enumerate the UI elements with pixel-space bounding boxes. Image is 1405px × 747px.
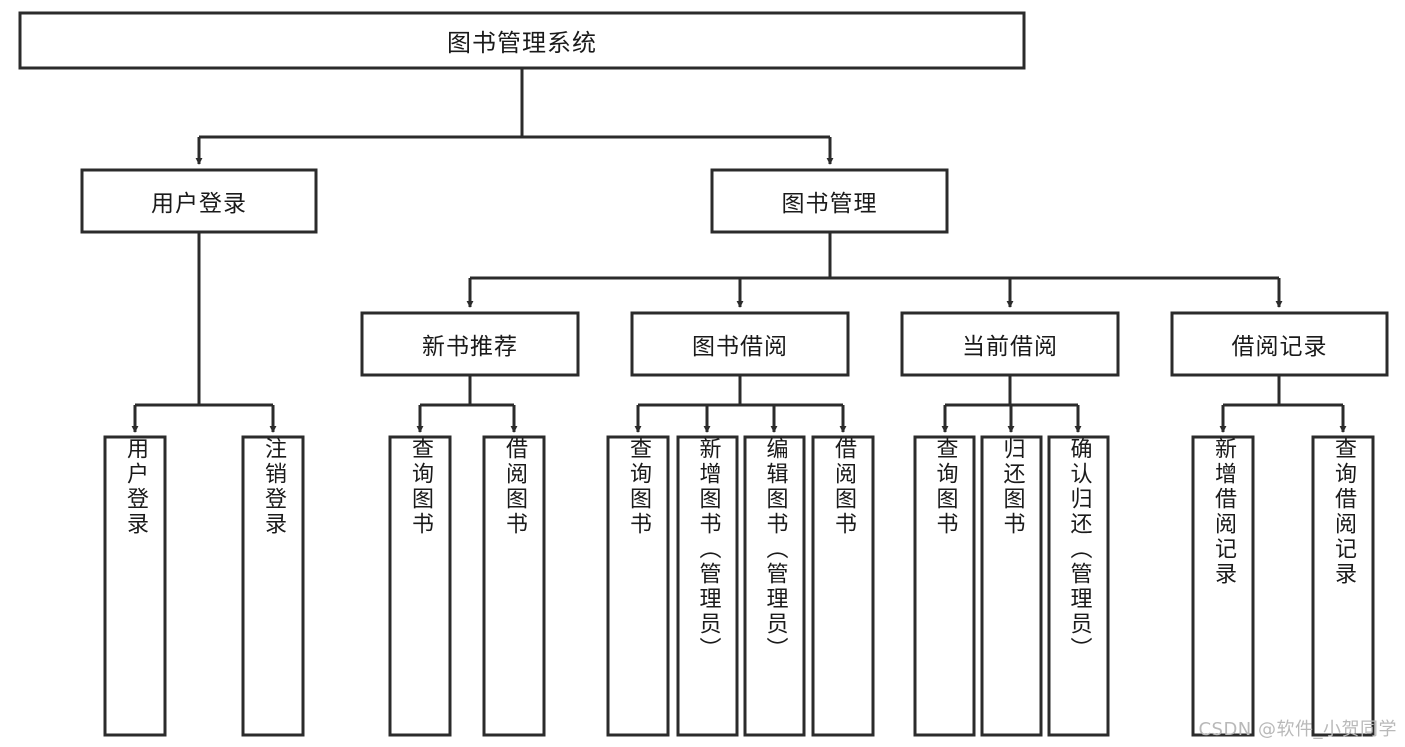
csdn-watermark: CSDN @软件_小贺同学 xyxy=(1198,719,1397,740)
node-box-leaf-borrow-book[interactable] xyxy=(811,435,875,737)
node-box-root[interactable] xyxy=(18,11,1026,70)
node-box-current-borrow[interactable] xyxy=(900,311,1120,377)
node-box-leaf-confirm-return[interactable] xyxy=(1047,435,1110,737)
node-box-borrow-record[interactable] xyxy=(1170,311,1389,377)
connector-layer xyxy=(131,68,1347,433)
node-box-leaf-add-borrow-record[interactable] xyxy=(1191,435,1255,737)
node-box-layer xyxy=(18,11,1389,737)
node-box-leaf-borrow-book-recommend[interactable] xyxy=(482,435,546,737)
node-box-leaf-user-login[interactable] xyxy=(103,435,167,737)
node-box-user-login[interactable] xyxy=(80,168,318,234)
node-box-leaf-query-book-current[interactable] xyxy=(913,435,976,737)
node-box-book-manage[interactable] xyxy=(710,168,949,234)
node-box-leaf-edit-book[interactable] xyxy=(743,435,806,737)
node-box-leaf-return-book[interactable] xyxy=(980,435,1043,737)
node-box-leaf-add-book[interactable] xyxy=(676,435,739,737)
node-box-leaf-user-logout[interactable] xyxy=(241,435,305,737)
node-box-book-borrow[interactable] xyxy=(630,311,850,377)
node-box-leaf-query-book-borrow[interactable] xyxy=(606,435,670,737)
node-box-leaf-query-book-recommend[interactable] xyxy=(388,435,452,737)
node-box-new-book-recommend[interactable] xyxy=(360,311,580,377)
node-box-leaf-query-borrow-record[interactable] xyxy=(1311,435,1375,737)
